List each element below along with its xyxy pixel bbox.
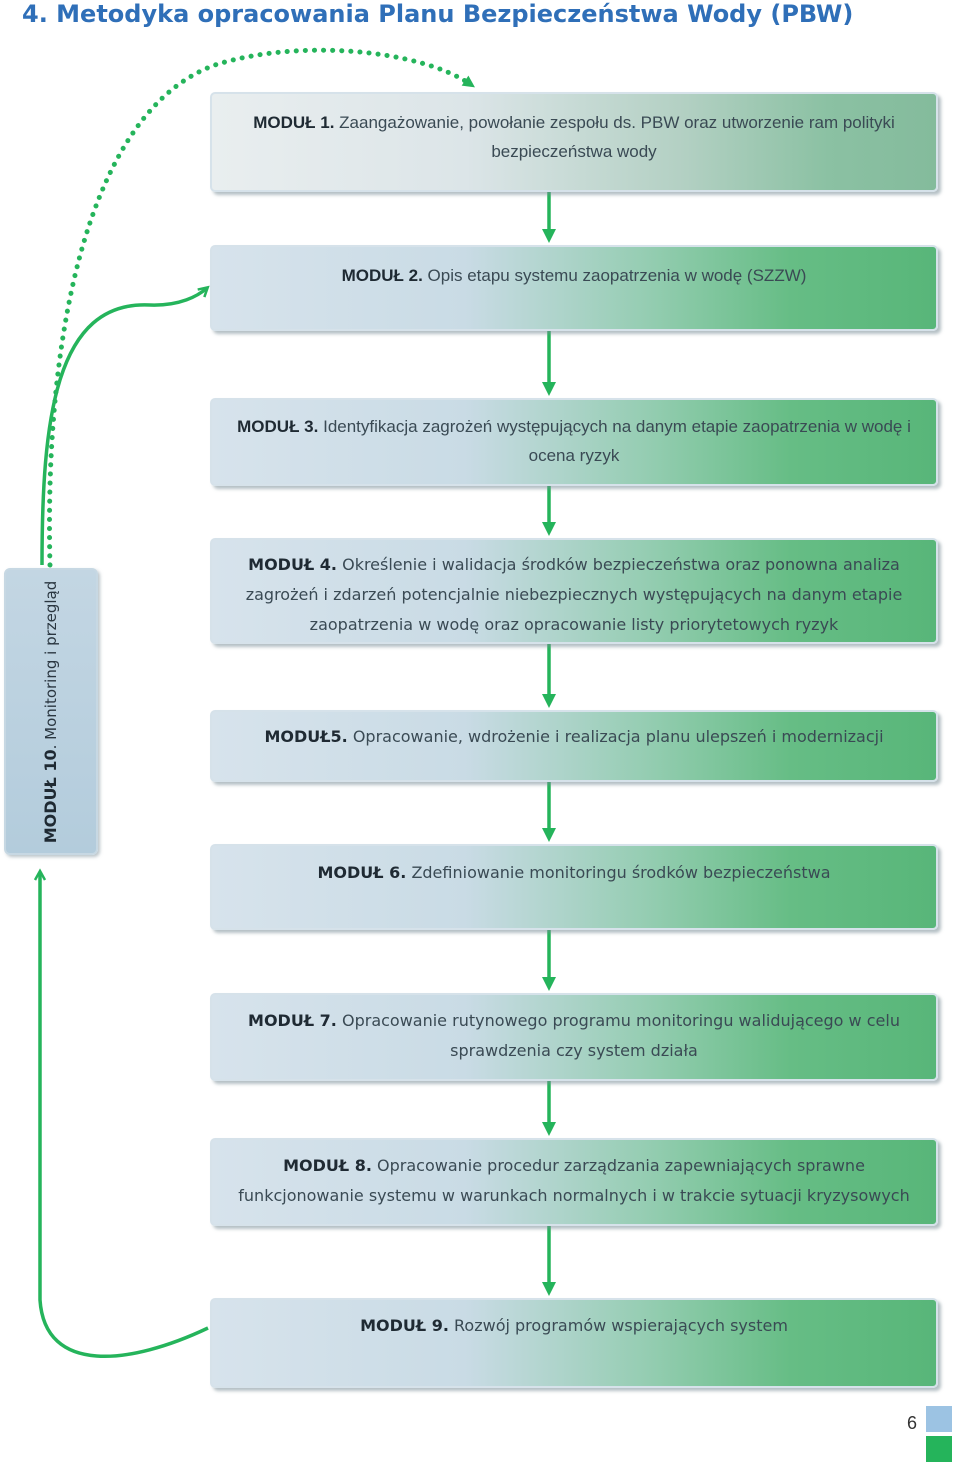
module-8-label: MODUŁ 8. <box>283 1156 372 1175</box>
module-5-box: MODUŁ5. Opracowanie, wdrożenie i realiza… <box>210 710 938 782</box>
connector-arrowhead-8-9 <box>542 1282 556 1296</box>
module-2-box: MODUŁ 2. Opis etapu systemu zaopatrzenia… <box>210 245 938 331</box>
module-6-label: MODUŁ 6. <box>317 863 407 882</box>
connector-arrowhead-7-8 <box>542 1122 556 1136</box>
module-9-box: MODUŁ 9. Rozwój programów wspierających … <box>210 1298 938 1388</box>
module-7-label: MODUŁ 7. <box>248 1011 337 1030</box>
module-10-box: MODUŁ 10. Monitoring i przegląd <box>4 568 98 855</box>
connector-arrowhead-2-3 <box>542 382 556 396</box>
module-3-label: MODUŁ 3. <box>237 417 319 436</box>
loop-dotted-arrow <box>47 47 475 568</box>
module-2-label: MODUŁ 2. <box>341 266 423 285</box>
module-4-label: MODUŁ 4. <box>248 555 337 574</box>
page-number: 6 <box>906 1413 917 1433</box>
module-10-label: MODUŁ 10 <box>41 748 60 843</box>
module-7-text: Opracowanie rutynowego programu monitori… <box>341 1011 900 1060</box>
module-8-text: Opracowanie procedur zarządzania zapewni… <box>238 1156 910 1205</box>
connector-arrowhead-4-5 <box>542 694 556 708</box>
module-1-text: Zaangażowanie, powołanie zespołu ds. PBW… <box>339 113 895 161</box>
module-4-box: MODUŁ 4. Określenie i walidacja środków … <box>210 538 938 644</box>
connector-arrowhead-3-4 <box>542 522 556 536</box>
module-9-text: Rozwój programów wspierających system <box>454 1316 788 1335</box>
module-8-box: MODUŁ 8. Opracowanie procedur zarządzani… <box>210 1138 938 1226</box>
feedback-arrow-to-module-2 <box>40 285 210 566</box>
connector-arrowhead-5-6 <box>542 828 556 842</box>
module-6-box: MODUŁ 6. Zdefiniowanie monitoringu środk… <box>210 844 938 930</box>
connector-arrowhead-6-7 <box>542 977 556 991</box>
corner-square-green <box>926 1436 952 1462</box>
module-1-label: MODUŁ 1. <box>253 113 335 132</box>
module-5-text: Opracowanie, wdrożenie i realizacja plan… <box>352 727 884 746</box>
module-3-box: MODUŁ 3. Identyfikacja zagrożeń występuj… <box>210 398 938 486</box>
page-title: 4. Metodyka opracowania Planu Bezpieczeń… <box>22 0 854 28</box>
module-3-text: Identyfikacja zagrożeń występujących na … <box>323 417 911 465</box>
connector-arrowhead-1-2 <box>542 229 556 243</box>
feedback-arrow-from-module-9 <box>33 868 209 1358</box>
module-7-box: MODUŁ 7. Opracowanie rutynowego programu… <box>210 993 938 1081</box>
module-9-label: MODUŁ 9. <box>360 1316 449 1335</box>
module-6-text: Zdefiniowanie monitoringu środków bezpie… <box>411 863 831 882</box>
module-2-text: Opis etapu systemu zaopatrzenia w wodę (… <box>427 266 807 285</box>
module-5-label: MODUŁ5. <box>264 727 348 746</box>
module-10-text: . Monitoring i przegląd <box>42 580 60 749</box>
module-4-text: Określenie i walidacja środków bezpiecze… <box>245 555 903 634</box>
corner-square-blue <box>926 1406 952 1432</box>
module-1-box: MODUŁ 1. Zaangażowanie, powołanie zespoł… <box>210 92 938 192</box>
